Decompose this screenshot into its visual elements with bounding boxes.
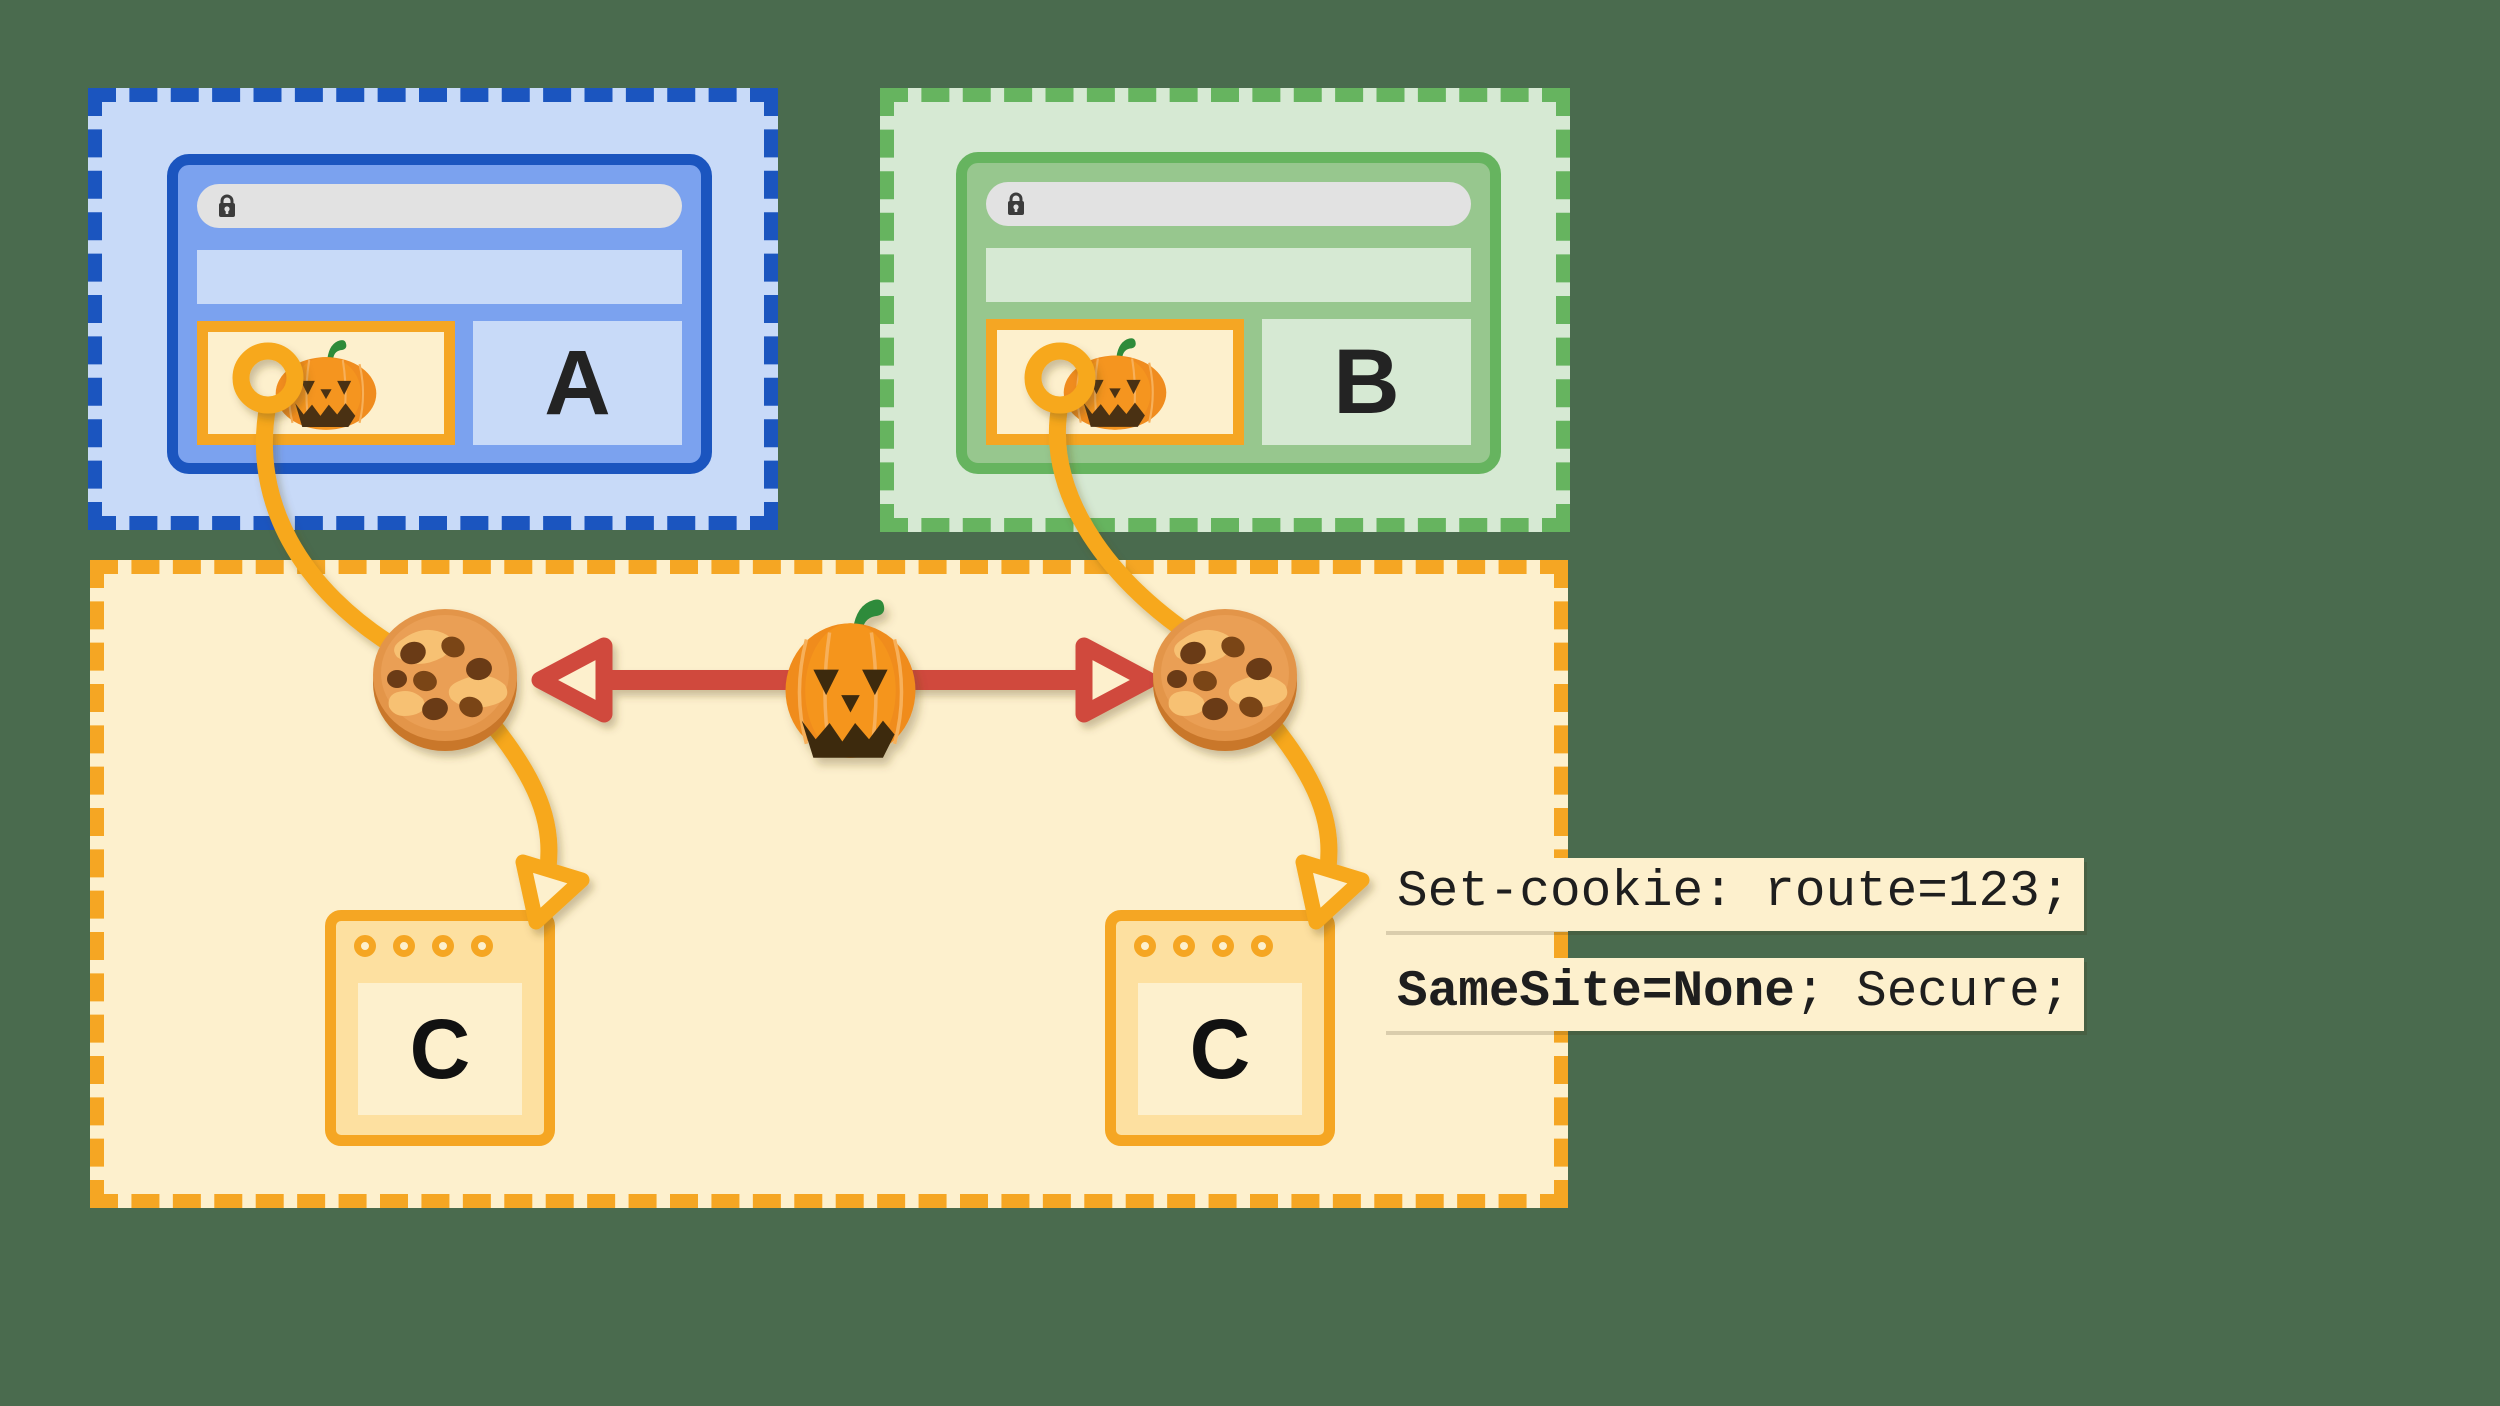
url-bar-a[interactable] [197, 184, 682, 228]
server-dot [432, 935, 454, 957]
server-dots-right [1134, 935, 1273, 957]
browser-window-b: B [956, 152, 1501, 474]
lock-icon [1004, 191, 1028, 217]
server-window-c-left: C [325, 910, 555, 1146]
server-dot [393, 935, 415, 957]
embedded-frame-b [986, 319, 1244, 445]
set-cookie-label-line2: SameSite=None; Secure; [1383, 958, 2085, 1032]
site-c-zone [90, 560, 1568, 1208]
pumpkin-icon [275, 340, 377, 430]
url-bar-b[interactable] [986, 182, 1471, 226]
site-letter-cell-a: A [473, 321, 682, 445]
browser-window-a: A [167, 154, 712, 474]
server-dot [1251, 935, 1273, 957]
secure-token: ; Secure; [1794, 964, 2071, 1021]
browser-a-content: A [197, 321, 682, 445]
server-dot [471, 935, 493, 957]
set-cookie-label-line1: Set-cookie: route=123; [1383, 858, 2085, 932]
site-b-zone: B [880, 88, 1570, 532]
server-dot [1212, 935, 1234, 957]
server-dot [354, 935, 376, 957]
samesite-none-token: SameSite=None [1397, 964, 1795, 1021]
embedded-frame-a [197, 321, 455, 445]
site-a-zone: A [88, 88, 778, 530]
server-dot [1134, 935, 1156, 957]
lock-icon [215, 193, 239, 219]
server-dots-left [354, 935, 493, 957]
content-bar-a [197, 250, 682, 304]
server-window-c-right: C [1105, 910, 1335, 1146]
server-screen-right: C [1138, 983, 1302, 1115]
site-letter-a: A [544, 332, 611, 434]
site-letter-b: B [1333, 331, 1400, 433]
server-screen-left: C [358, 983, 522, 1115]
pumpkin-icon [1063, 338, 1167, 430]
server-dot [1173, 935, 1195, 957]
site-letter-cell-b: B [1262, 319, 1471, 445]
server-letter-right: C [1189, 1002, 1251, 1096]
server-letter-left: C [409, 1002, 471, 1096]
content-bar-b [986, 248, 1471, 302]
browser-b-content: B [986, 319, 1471, 445]
